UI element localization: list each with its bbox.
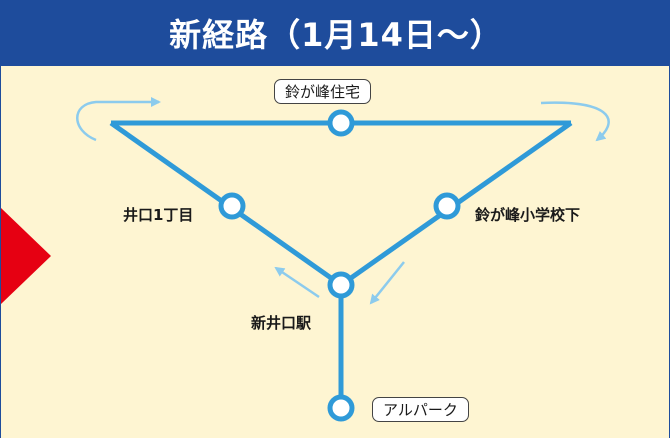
stop-marker-shin-iguchi-eki — [327, 271, 355, 299]
loop-arrow-right — [540, 101, 610, 142]
red-arrow-indicator — [1, 208, 51, 304]
stop-label-shin-iguchi-eki: 新井口駅 — [251, 314, 312, 332]
stop-markers — [218, 109, 461, 422]
route-lines — [109, 120, 573, 408]
header-bar: 新経路（1月14日〜） — [1, 0, 670, 66]
stop-marker-suzugamine-shogakko — [433, 192, 461, 220]
stop-marker-alpark — [327, 394, 355, 422]
stop-label-alpark: アルパーク — [372, 397, 469, 422]
outbound-arrow — [369, 261, 405, 305]
stop-label-iguchi-1chome: 井口1丁目 — [123, 206, 194, 224]
direction-arrows — [76, 97, 610, 305]
inbound-arrow — [274, 266, 320, 299]
page-title: 新経路（1月14日〜） — [169, 16, 503, 54]
stop-label-suzugamine-jutaku: 鈴が峰住宅 — [274, 79, 372, 104]
stop-marker-iguchi-1chome — [218, 192, 246, 220]
loop-arrow-left — [76, 97, 161, 142]
stop-marker-suzugamine-jutaku — [327, 109, 355, 137]
stop-label-suzugamine-shogakko: 鈴が峰小学校下 — [475, 206, 581, 224]
